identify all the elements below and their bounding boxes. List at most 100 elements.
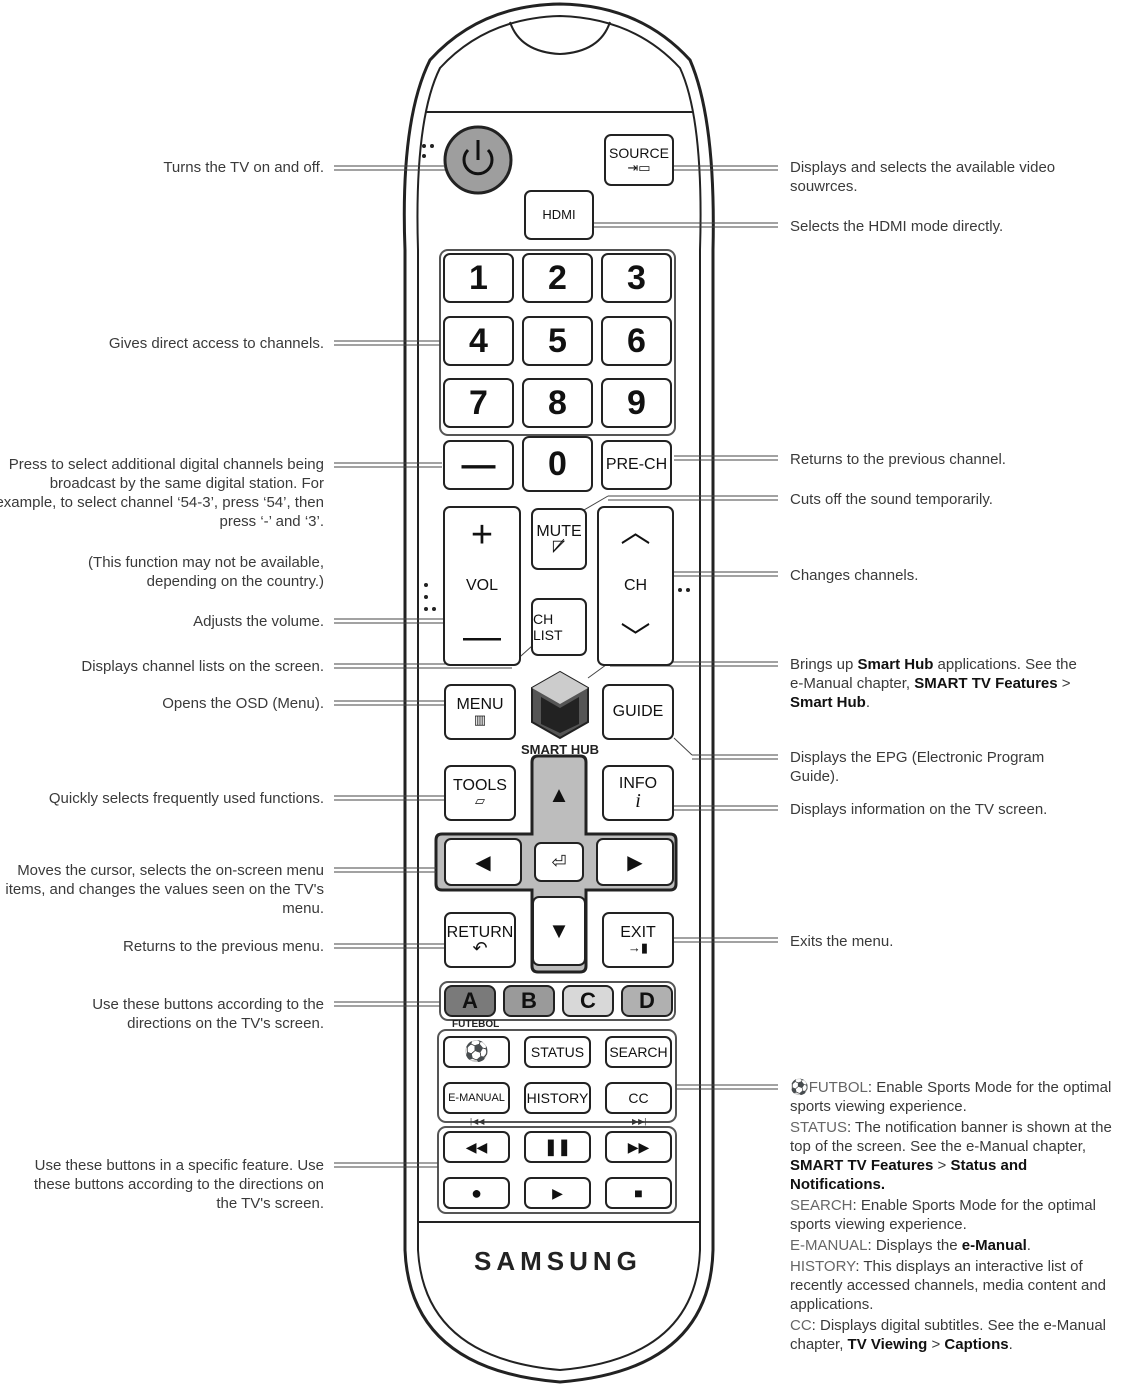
return-icon: ↶	[472, 941, 487, 955]
digit-2-button[interactable]: 2	[522, 253, 593, 303]
futebol-label: FUTEBOL	[452, 1019, 499, 1030]
play-icon: ▶	[552, 1185, 563, 1202]
stop-button[interactable]: ■	[605, 1177, 672, 1209]
annotation-source: Displays and selects the available video…	[790, 158, 1110, 196]
annotation-menu: Opens the OSD (Menu).	[4, 694, 324, 713]
status-sep: >	[933, 1157, 950, 1174]
dpad-up-button[interactable]: ▲	[532, 760, 586, 830]
status-bold-1: SMART TV Features	[790, 1157, 933, 1174]
cc-sep: >	[927, 1336, 944, 1353]
annotation-power: Turns the TV on and off.	[4, 158, 324, 177]
volume-label: VOL	[466, 578, 498, 594]
chlist-label: CH LIST	[533, 611, 585, 643]
color-a-button[interactable]: A	[444, 985, 496, 1017]
color-c-button[interactable]: C	[562, 985, 614, 1017]
source-label: SOURCE	[609, 145, 669, 161]
smarthub-text-bold-3: Smart Hub	[790, 694, 866, 711]
channel-down-icon: ﹀	[621, 624, 651, 654]
annotation-search: SEARCH: Enable Sports Mode for the optim…	[790, 1196, 1115, 1234]
channel-rocker[interactable]: ︿ CH ﹀	[597, 506, 674, 666]
dpad-enter-button[interactable]: ⏎	[534, 842, 584, 882]
digit-3-button[interactable]: 3	[601, 253, 672, 303]
cc-bold-1: TV Viewing	[848, 1336, 928, 1353]
cc-bold-2: Captions	[944, 1336, 1008, 1353]
play-button[interactable]: ▶	[524, 1177, 591, 1209]
hdmi-button[interactable]: HDMI	[524, 190, 594, 240]
annotation-status: STATUS: The notification banner is shown…	[790, 1118, 1115, 1194]
annotation-exit: Exits the menu.	[790, 932, 1110, 951]
color-d-button[interactable]: D	[621, 985, 673, 1017]
rewind-button[interactable]: ◀◀	[443, 1131, 510, 1163]
guide-button[interactable]: GUIDE	[602, 684, 674, 740]
digit-0-button[interactable]: 0	[522, 436, 593, 492]
digit-1-button[interactable]: 1	[443, 253, 514, 303]
smarthub-text-3: >	[1058, 675, 1071, 692]
chlist-button[interactable]: CH LIST	[531, 598, 587, 656]
annotation-emanual: E-MANUAL: Displays the e-Manual.	[790, 1236, 1115, 1255]
annotation-return: Returns to the previous menu.	[4, 937, 324, 956]
digit-9-button[interactable]: 9	[601, 378, 672, 428]
annotation-channel: Changes channels.	[790, 566, 1110, 585]
dash-button[interactable]: —	[443, 440, 514, 490]
menu-button[interactable]: MENU ▥	[444, 684, 516, 740]
stop-icon: ■	[634, 1185, 642, 1201]
soccer-ball-icon-small: ⚽	[790, 1079, 809, 1096]
rewind-icon: ◀◀	[466, 1139, 488, 1156]
prech-button[interactable]: PRE-CH	[601, 440, 672, 490]
pause-button[interactable]: ❚❚	[524, 1131, 591, 1163]
source-button[interactable]: SOURCE ⇥▭	[604, 134, 674, 186]
annotation-mute: Cuts off the sound temporarily.	[790, 490, 1110, 509]
status-label: STATUS	[531, 1044, 584, 1060]
digit-7-button[interactable]: 7	[443, 378, 514, 428]
status-key: STATUS	[790, 1119, 847, 1136]
info-button[interactable]: INFO i	[602, 765, 674, 821]
pause-icon: ❚❚	[544, 1137, 571, 1157]
emanual-key: E-MANUAL	[790, 1237, 868, 1254]
annotation-guide: Displays the EPG (Electronic Program Gui…	[790, 748, 1080, 786]
fastforward-icon: ▶▶	[628, 1139, 650, 1156]
cc-button[interactable]: CC	[605, 1082, 672, 1114]
exit-button[interactable]: EXIT →▮	[602, 912, 674, 968]
mute-button[interactable]: MUTE ◸̸	[531, 508, 587, 570]
digit-4-button[interactable]: 4	[443, 316, 514, 366]
color-b-button[interactable]: B	[503, 985, 555, 1017]
record-icon: ●	[471, 1183, 482, 1204]
record-button[interactable]: ●	[443, 1177, 510, 1209]
soccer-ball-icon: ⚽	[464, 1042, 489, 1062]
smarthub-label: SMART HUB	[510, 742, 610, 757]
smarthub-button[interactable]	[530, 668, 590, 744]
source-input-icon: ⇥▭	[627, 161, 650, 175]
smarthub-text-4: .	[866, 694, 870, 711]
history-button[interactable]: HISTORY	[524, 1082, 591, 1114]
annotation-hdmi: Selects the HDMI mode directly.	[790, 217, 1110, 236]
dpad-right-button[interactable]: ▶	[596, 838, 674, 886]
status-button[interactable]: STATUS	[524, 1036, 591, 1068]
digit-5-button[interactable]: 5	[522, 316, 593, 366]
search-button[interactable]: SEARCH	[605, 1036, 672, 1068]
annotation-tools: Quickly selects frequently used function…	[4, 789, 324, 808]
emanual-end: .	[1027, 1237, 1031, 1254]
annotation-chlist: Displays channel lists on the screen.	[4, 657, 324, 676]
return-button[interactable]: RETURN ↶	[444, 912, 516, 968]
digit-6-button[interactable]: 6	[601, 316, 672, 366]
annotation-dash: Press to select additional digital chann…	[0, 455, 324, 531]
annotation-dash-note: (This function may not be available, dep…	[44, 553, 324, 591]
power-button[interactable]	[445, 127, 511, 193]
annotation-futbol: ⚽FUTBOL: Enable Sports Mode for the opti…	[790, 1078, 1115, 1116]
fastforward-button[interactable]: ▶▶	[605, 1131, 672, 1163]
history-key: HISTORY	[790, 1258, 855, 1275]
futbol-key: FUTBOL	[809, 1079, 868, 1096]
emanual-button[interactable]: E-MANUAL	[443, 1082, 510, 1114]
dpad-left-button[interactable]: ◀	[444, 838, 522, 886]
prech-label: PRE-CH	[606, 457, 667, 473]
dpad-down-button[interactable]: ▼	[532, 896, 586, 966]
volume-down-icon: —	[463, 622, 501, 652]
annotation-color-buttons: Use these buttons according to the direc…	[44, 995, 324, 1033]
search-label: SEARCH	[609, 1044, 667, 1060]
futebol-button[interactable]: ⚽	[443, 1036, 510, 1068]
tools-button[interactable]: TOOLS ▱	[444, 765, 516, 821]
volume-rocker[interactable]: + VOL —	[443, 506, 521, 666]
cc-end: .	[1009, 1336, 1013, 1353]
smarthub-text-1: Brings up	[790, 656, 858, 673]
digit-8-button[interactable]: 8	[522, 378, 593, 428]
